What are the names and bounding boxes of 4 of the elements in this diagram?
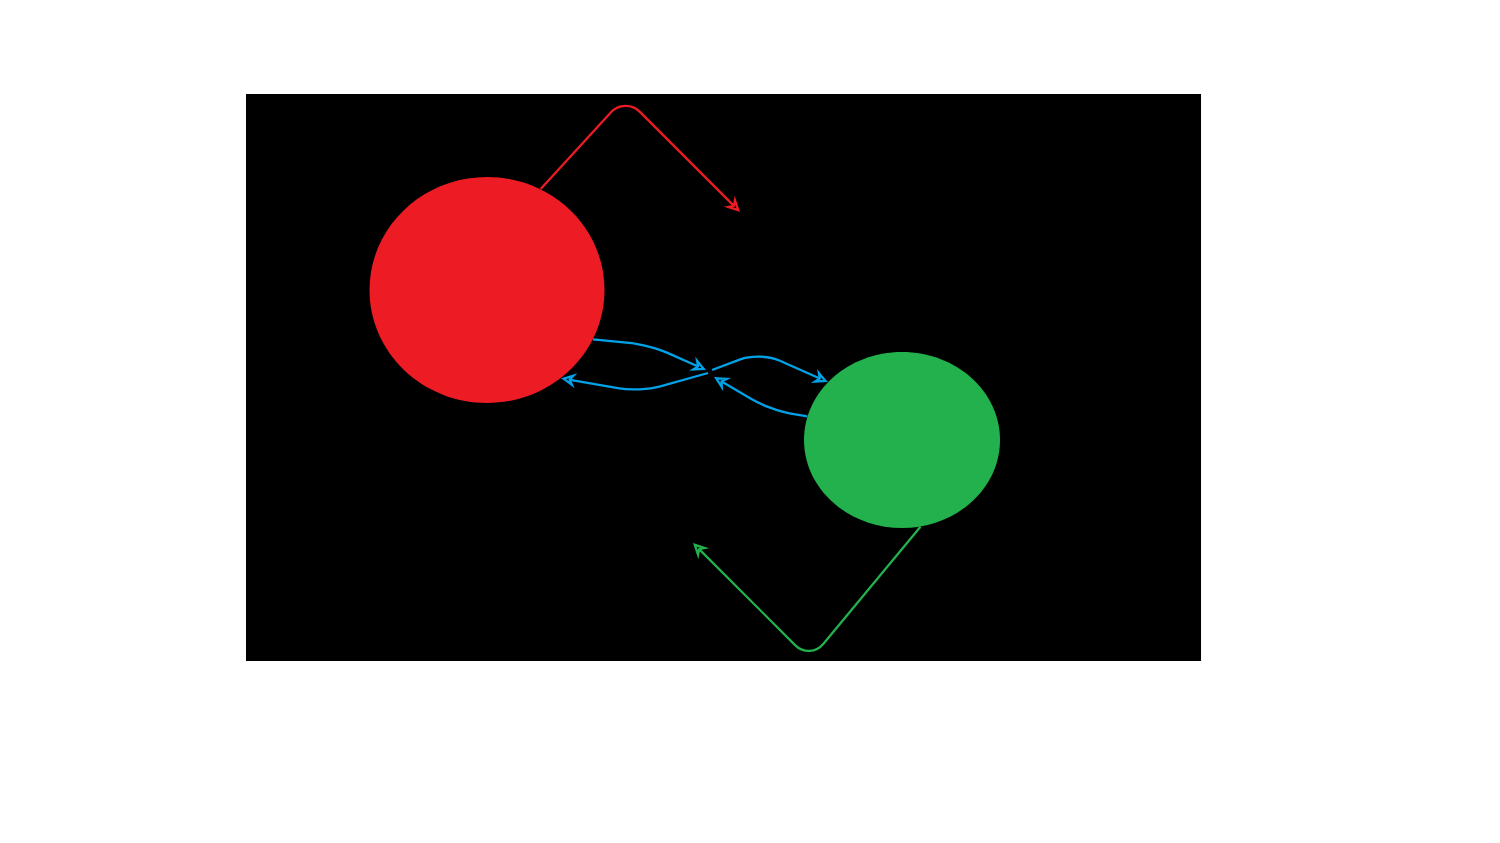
arrow xyxy=(693,526,922,652)
circle-shape xyxy=(369,177,605,403)
arrow xyxy=(539,104,740,212)
circle-shape xyxy=(804,352,1000,528)
